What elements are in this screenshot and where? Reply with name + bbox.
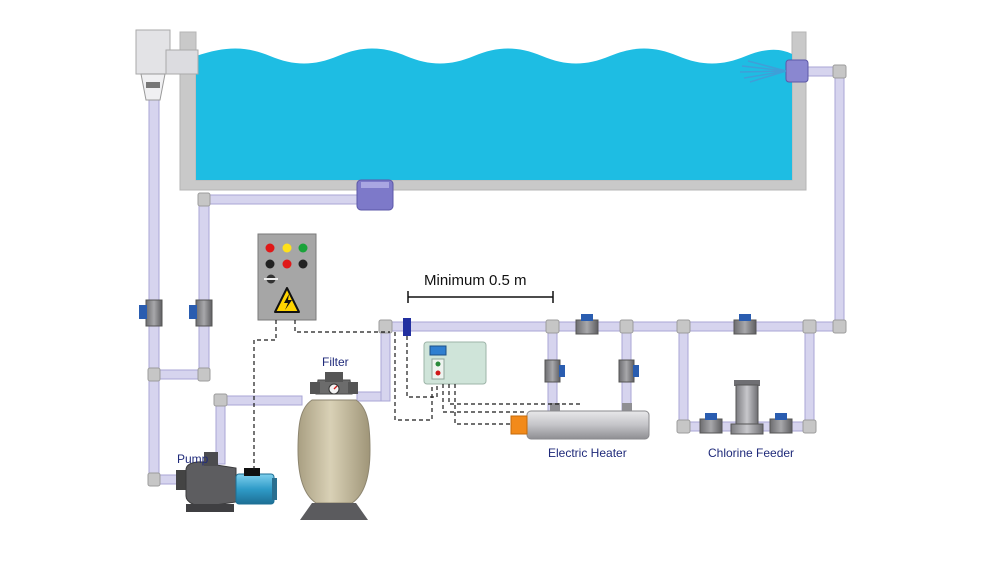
return-inlet	[739, 59, 809, 83]
indicator-light	[298, 243, 308, 253]
indicator-light	[265, 259, 275, 269]
return-valve-right[interactable]	[733, 314, 757, 335]
chlorine-feeder	[730, 380, 764, 435]
feeder-inlet-valve[interactable]	[699, 413, 723, 434]
filter-riser	[380, 325, 391, 402]
warning-icon	[274, 287, 300, 313]
indicator-light	[282, 259, 292, 269]
control-panel	[257, 233, 317, 321]
sand-filter	[297, 372, 371, 520]
indicator-light	[298, 259, 308, 269]
electric-heater	[510, 403, 650, 440]
indicator-lights	[265, 243, 308, 269]
return-valve-left[interactable]	[575, 314, 599, 335]
controller-red-led	[435, 370, 441, 376]
indicator-light	[282, 243, 292, 253]
feeder-outlet-valve[interactable]	[769, 413, 793, 434]
filter-label: Filter	[322, 355, 349, 369]
minimum-distance-label: Minimum 0.5 m	[424, 272, 527, 289]
pump-label: Pump	[177, 452, 209, 466]
distance-dimension	[407, 291, 554, 303]
pump-to-filter-pipe	[215, 395, 303, 406]
return-riser	[834, 69, 845, 331]
pool-water	[196, 48, 792, 180]
main-drain-pipe	[204, 194, 366, 205]
pool	[179, 31, 807, 191]
electric-heater-label: Electric Heater	[548, 446, 627, 460]
pipe-fittings	[147, 64, 847, 487]
skimmer-pipe	[148, 99, 160, 479]
controller-display	[429, 345, 447, 356]
panel-switch-icon[interactable]	[264, 274, 278, 284]
return-main-line	[383, 321, 841, 332]
main-drain	[356, 179, 394, 211]
feeder-outlet-branch	[804, 325, 815, 431]
main-drain-riser	[198, 197, 210, 375]
electrical-wiring	[253, 320, 580, 470]
pump	[176, 452, 277, 512]
main-drain-valve[interactable]	[189, 299, 213, 327]
heater-inlet-valve[interactable]	[544, 359, 565, 383]
feeder-inlet-branch	[678, 325, 689, 431]
skimmer-valve[interactable]	[139, 299, 163, 327]
skimmer	[135, 29, 199, 101]
flow-switch	[403, 318, 411, 336]
heater-controller	[423, 341, 487, 385]
controller-green-led	[435, 361, 441, 367]
chlorine-feeder-label: Chlorine Feeder	[708, 446, 795, 460]
indicator-light	[265, 243, 275, 253]
heater-outlet-valve[interactable]	[618, 359, 639, 383]
